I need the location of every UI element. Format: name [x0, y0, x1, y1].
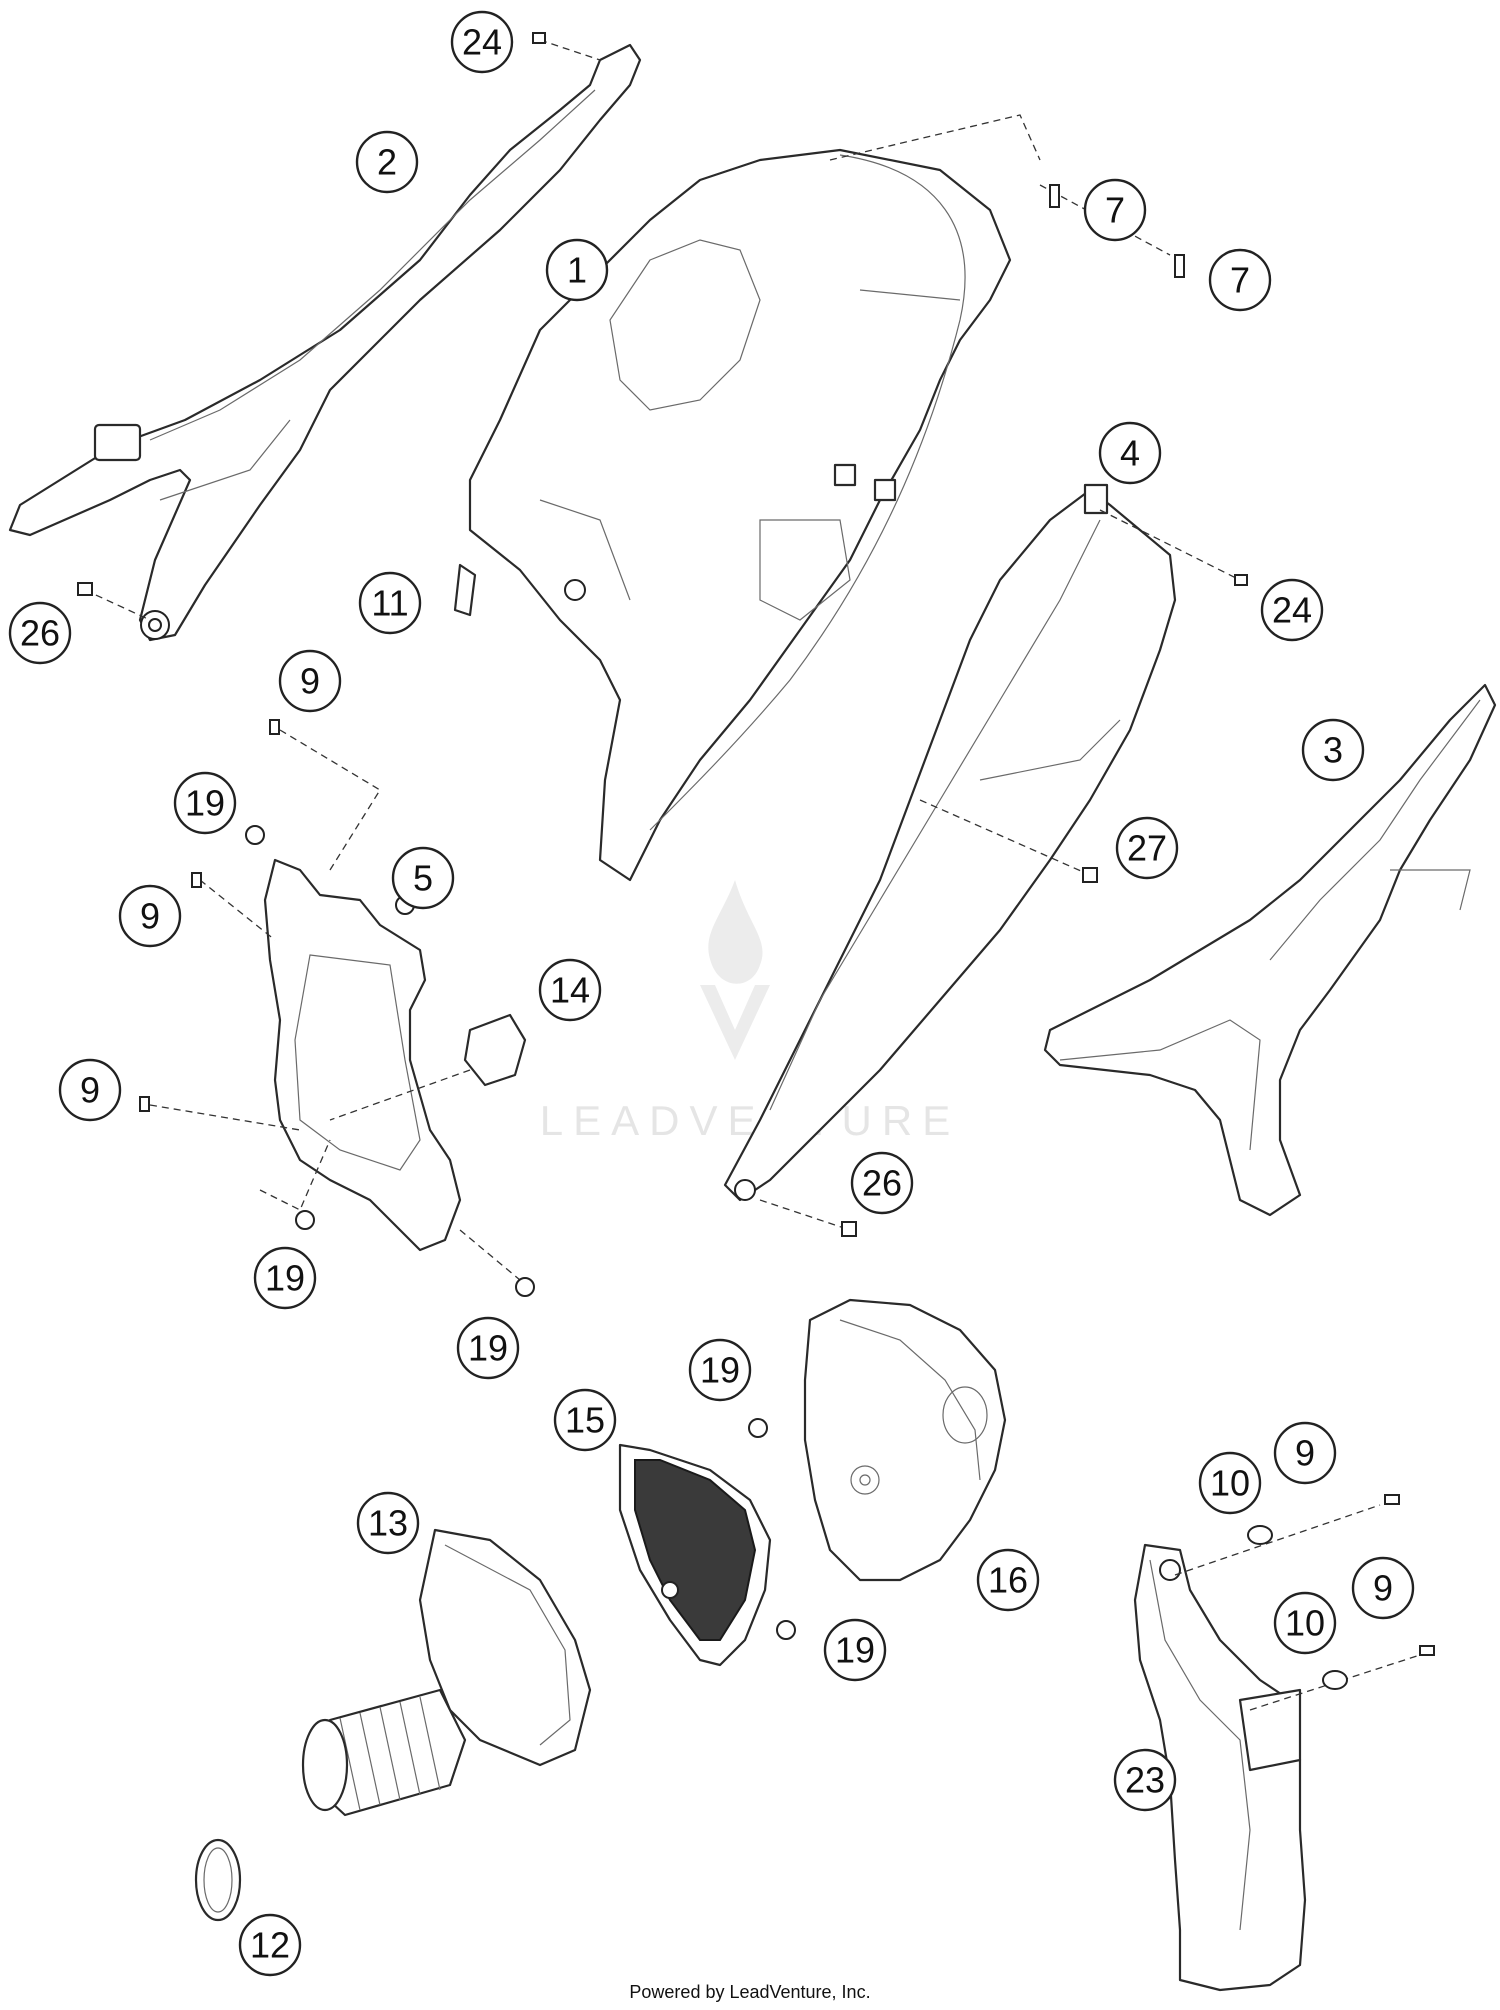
callout-label: 11 — [371, 583, 408, 624]
callout-5: 5 — [391, 846, 455, 910]
callout-label: 13 — [368, 1503, 408, 1544]
callout-19-b: 19 — [253, 1246, 317, 1310]
callout-label: 1 — [567, 250, 587, 291]
part-sensor-14 — [329, 1013, 527, 1121]
callout-label: 7 — [1105, 190, 1125, 231]
callout-label: 19 — [700, 1350, 740, 1391]
nut-27 — [1082, 867, 1098, 883]
callout-label: 5 — [413, 858, 433, 899]
callout-label: 26 — [20, 613, 60, 654]
callout-label: 10 — [1285, 1603, 1325, 1644]
part-side-panel-right — [1043, 683, 1497, 1217]
callout-label: 26 — [862, 1163, 902, 1204]
callout-23: 23 — [1113, 1748, 1177, 1812]
part-side-cover-right — [723, 483, 1177, 1202]
washer-10a — [1247, 1525, 1273, 1545]
callout-12: 12 — [238, 1913, 302, 1977]
callout-19-c: 19 — [456, 1316, 520, 1380]
callout-19-e: 19 — [823, 1618, 887, 1682]
part-filter-cover — [803, 1298, 1007, 1582]
callout-1: 1 — [545, 238, 609, 302]
callout-label: 16 — [988, 1560, 1028, 1601]
screw-9d — [1384, 1494, 1400, 1505]
callout-label: 9 — [1373, 1568, 1393, 1609]
callout-9-d: 9 — [1273, 1421, 1337, 1485]
callout-9-c: 9 — [58, 1058, 122, 1122]
part-frame-guard-left — [8, 43, 642, 642]
screw-26b — [841, 1221, 857, 1237]
callout-label: 19 — [835, 1630, 875, 1671]
callout-10-b: 10 — [1273, 1591, 1337, 1655]
callout-label: 24 — [462, 22, 502, 63]
callout-16: 16 — [976, 1548, 1040, 1612]
screw-9e — [1419, 1645, 1435, 1656]
callout-label: 19 — [265, 1258, 305, 1299]
nut-19b — [295, 1210, 315, 1230]
part-airbox — [468, 148, 1012, 882]
callout-label: 9 — [1295, 1433, 1315, 1474]
screw-26a — [77, 582, 93, 596]
callout-label: 19 — [185, 783, 225, 824]
callout-label: 9 — [80, 1070, 100, 1111]
screw-9b — [191, 872, 202, 888]
callout-label: 14 — [550, 970, 590, 1011]
washer-10b — [1322, 1670, 1348, 1690]
callout-27: 27 — [1115, 816, 1179, 880]
callout-label: 10 — [1210, 1463, 1250, 1504]
screw-7b — [1174, 254, 1185, 278]
callout-label: 23 — [1125, 1760, 1165, 1801]
callout-19-a: 19 — [173, 771, 237, 835]
callout-4: 4 — [1098, 421, 1162, 485]
callout-9-b: 9 — [118, 884, 182, 948]
callout-10-a: 10 — [1198, 1451, 1262, 1515]
callout-label: 9 — [140, 896, 160, 937]
screw-24b — [1234, 574, 1248, 586]
watermark-text: LEADVENTURE — [540, 1097, 960, 1144]
footer-text: Powered by LeadVenture, Inc. — [629, 1982, 870, 2002]
callout-label: 2 — [377, 142, 397, 183]
callout-9-e: 9 — [1351, 1556, 1415, 1620]
nut-19d — [748, 1418, 768, 1438]
callout-15: 15 — [553, 1388, 617, 1452]
callout-7a: 7 — [1083, 178, 1147, 242]
callout-label: 27 — [1127, 828, 1167, 869]
callout-9-a: 9 — [278, 649, 342, 713]
part-hose-clamp — [194, 1838, 242, 1922]
callout-label: 7 — [1230, 260, 1250, 301]
nut-19a — [245, 825, 265, 845]
callout-26-left: 26 — [8, 601, 72, 665]
screw-9a — [269, 719, 280, 735]
nut-19e — [776, 1620, 796, 1640]
callout-3: 3 — [1301, 718, 1365, 782]
leadventure-watermark: LEADVENTURE — [540, 880, 960, 1144]
callout-label: 19 — [468, 1328, 508, 1369]
part-intake-frame — [263, 858, 462, 1252]
callout-19-d: 19 — [688, 1338, 752, 1402]
callout-label: 15 — [565, 1400, 605, 1441]
callout-label: 3 — [1323, 730, 1343, 771]
callout-11: 11 — [358, 571, 422, 635]
part-hose-clip — [453, 563, 477, 617]
callout-label: 9 — [300, 661, 320, 702]
bellows-tube — [301, 1688, 467, 1817]
part-intake-boot — [301, 1528, 592, 1817]
callout-26-right: 26 — [850, 1151, 914, 1215]
screw-9c — [139, 1096, 150, 1112]
callout-label: 24 — [1272, 590, 1312, 631]
part-air-filter — [618, 1443, 772, 1667]
screw-24a — [532, 32, 546, 44]
callout-13: 13 — [356, 1491, 420, 1555]
callout-7b: 7 — [1208, 248, 1272, 312]
callout-2: 2 — [355, 130, 419, 194]
screw-7a — [1049, 184, 1060, 208]
part-lower-shroud — [1133, 1543, 1307, 1992]
callout-14: 14 — [538, 958, 602, 1022]
callout-label: 4 — [1120, 433, 1140, 474]
nut-19c — [515, 1277, 535, 1297]
callout-24-right: 24 — [1260, 578, 1324, 642]
callout-24-top: 24 — [450, 10, 514, 74]
callout-label: 12 — [250, 1925, 290, 1966]
